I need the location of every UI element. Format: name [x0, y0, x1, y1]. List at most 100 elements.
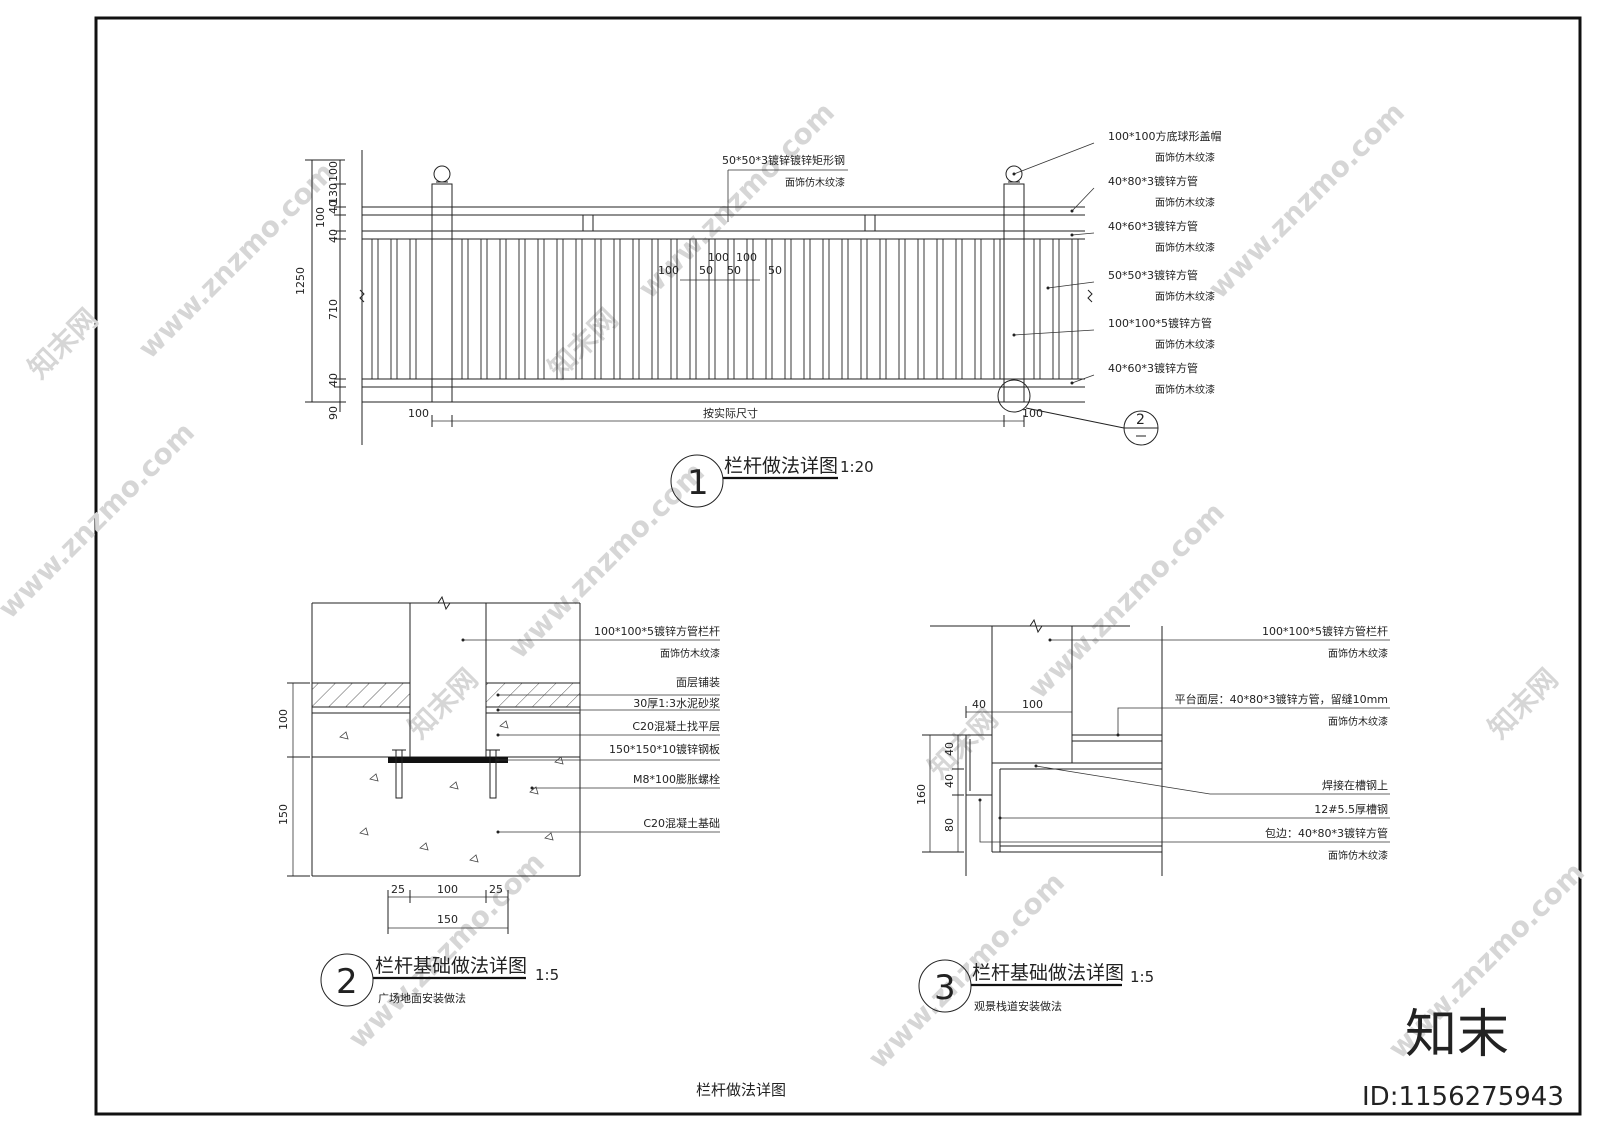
- label-main: 100*100*5镀锌方管栏杆: [1262, 624, 1388, 638]
- baluster: [537, 238, 545, 380]
- detail-2-labels: 100*100*5镀锌方管栏杆面饰仿木纹漆面层铺装30厚1:3水泥砂浆C20混凝…: [461, 624, 720, 834]
- sheet-title: 栏杆做法详图: [696, 1081, 786, 1099]
- label-main: 50*50*3镀锌方管: [1108, 268, 1198, 282]
- baluster: [898, 238, 906, 380]
- label-top-rail-finish: 面饰仿木纹漆: [785, 176, 845, 189]
- baluster: [632, 238, 640, 380]
- detail-2-number: 2: [336, 962, 358, 1002]
- baluster: [727, 238, 735, 380]
- dim-40b: 40: [327, 229, 340, 243]
- dim-710: 710: [327, 299, 340, 320]
- dim-space-50b: 50: [727, 264, 741, 277]
- d3-dim-100: 100: [1022, 698, 1043, 711]
- leader-line: [979, 800, 1390, 843]
- watermark-site: www.znzmo.com: [342, 846, 551, 1055]
- watermark-site: www.znzmo.com: [1202, 96, 1411, 305]
- dim-1250: 1250: [294, 267, 307, 295]
- baluster: [575, 238, 583, 380]
- label-main: M8*100膨胀螺栓: [633, 772, 720, 786]
- baluster: [822, 238, 830, 380]
- detail-2-title: 栏杆基础做法详图: [375, 955, 527, 977]
- label-main: 100*100方底球形盖帽: [1108, 129, 1222, 143]
- watermark-brand: 知末网: [22, 302, 105, 385]
- leader-dot: [461, 638, 465, 642]
- baluster: [409, 238, 417, 380]
- dim-post-right: 100: [1022, 407, 1043, 420]
- watermarks: www.znzmo.com 知末网 www.znzmo.com 知末网 www.…: [0, 96, 1591, 1075]
- callout-ref-2: 2: [1136, 412, 1145, 428]
- leader-dot: [1012, 333, 1016, 337]
- dim-post-left: 100: [408, 407, 429, 420]
- dim-space-50c: 50: [768, 264, 782, 277]
- detail-1-number: 1: [687, 463, 709, 503]
- dim-40a: 40: [327, 200, 340, 214]
- baluster: [480, 238, 488, 380]
- baluster: [670, 238, 678, 380]
- baluster: [613, 238, 621, 380]
- baluster: [689, 238, 697, 380]
- detail-3-number: 3: [934, 968, 956, 1008]
- dim-90: 90: [327, 406, 340, 420]
- watermark-id: ID:1156275943: [1362, 1082, 1564, 1112]
- leader-line: [1071, 232, 1095, 236]
- d3-dim-40b: 40: [943, 774, 956, 788]
- watermark-brand: 知末网: [542, 302, 625, 385]
- baluster: [974, 238, 982, 380]
- label-finish: 面饰仿木纹漆: [1155, 290, 1215, 303]
- leader-dot: [496, 693, 500, 697]
- leader-line: [1035, 765, 1390, 795]
- detail-1-railing-elevation: 2 100 130 40 100 40 710 40 90 1250 100 5…: [294, 129, 1222, 508]
- watermark-site: www.znzmo.com: [1022, 496, 1231, 705]
- label-main: 40*60*3镀锌方管: [1108, 361, 1198, 375]
- baluster: [594, 238, 602, 380]
- leader-line: [1013, 142, 1095, 175]
- detail-3-boardwalk-foundation: 40 100 40 40 80 160 100*100*5镀锌方管栏杆面饰仿木纹…: [915, 618, 1390, 1013]
- leader-dot: [1116, 733, 1120, 737]
- leader-dot: [978, 798, 982, 802]
- leader-dot: [496, 830, 500, 834]
- dim-space-100c: 100: [736, 251, 757, 264]
- label-finish: 面饰仿木纹漆: [1155, 383, 1215, 396]
- dim-100b: 100: [314, 207, 327, 228]
- detail-2-subtitle: 广场地面安装做法: [378, 991, 466, 1005]
- detail-2-scale: 1:5: [535, 966, 559, 984]
- baluster: [461, 238, 469, 380]
- baluster: [1052, 238, 1060, 380]
- watermark-site: www.znzmo.com: [132, 156, 341, 365]
- baluster: [993, 238, 1001, 380]
- leader-dot: [1070, 233, 1074, 237]
- detail-3-labels: 100*100*5镀锌方管栏杆面饰仿木纹漆平台面层：40*80*3镀锌方管，留缝…: [978, 624, 1390, 862]
- label-main: 焊接在槽钢上: [1322, 778, 1388, 792]
- label-main: C20混凝土基础: [643, 816, 720, 830]
- dim-100a: 100: [327, 161, 340, 182]
- detail-1-title: 栏杆做法详图: [724, 455, 838, 477]
- d2-dim-25a: 25: [391, 883, 405, 896]
- leader-dot: [1070, 381, 1074, 385]
- baluster: [651, 238, 659, 380]
- d3-dim-40: 40: [972, 698, 986, 711]
- d3-dim-80: 80: [943, 818, 956, 832]
- leader-line: [1071, 187, 1095, 212]
- leader-dot: [1012, 172, 1016, 176]
- baluster: [499, 238, 507, 380]
- label-main: 100*100*5镀锌方管栏杆: [594, 624, 720, 638]
- detail-3-subtitle: 观景栈道安装做法: [974, 999, 1062, 1013]
- baluster: [556, 238, 564, 380]
- baluster: [879, 238, 887, 380]
- baluster: [803, 238, 811, 380]
- dim-span: 按实际尺寸: [703, 406, 758, 420]
- leader-dot: [496, 708, 500, 712]
- dim-space-50a: 50: [699, 264, 713, 277]
- detail-1-labels: 100*100方底球形盖帽面饰仿木纹漆40*80*3镀锌方管面饰仿木纹漆40*6…: [1012, 129, 1222, 396]
- label-finish: 面饰仿木纹漆: [1155, 338, 1215, 351]
- label-finish: 面饰仿木纹漆: [1328, 849, 1388, 862]
- baluster: [955, 238, 963, 380]
- baluster: [784, 238, 792, 380]
- baluster: [1071, 238, 1079, 380]
- label-finish: 面饰仿木纹漆: [1155, 241, 1215, 254]
- label-finish: 面饰仿木纹漆: [1155, 196, 1215, 209]
- leader-dot: [998, 816, 1002, 820]
- leader-line: [1013, 329, 1095, 336]
- baluster: [1033, 238, 1041, 380]
